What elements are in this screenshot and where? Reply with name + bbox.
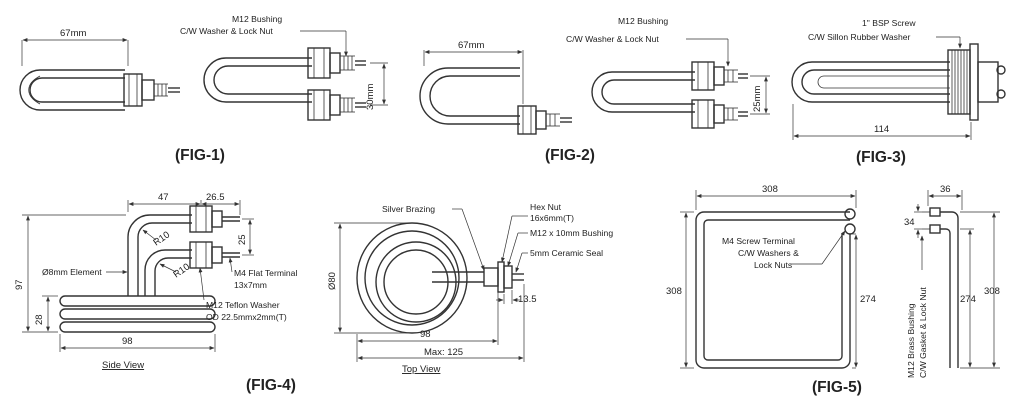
fig-3-drawing	[791, 43, 1006, 121]
fig-5-side-width-dimension: 36	[927, 184, 963, 210]
fig-1-side-drawing	[19, 69, 180, 111]
fig-4-spacing-dimension: 25	[237, 218, 254, 256]
fig-4-caption: (FIG-4)	[246, 377, 296, 394]
fig-4-radius-callouts: R10 R10	[142, 229, 192, 280]
fig-4-radius-1: R10	[151, 229, 172, 248]
fig-5-terminal-callout: M4 Screw Terminal C/W Washers & Lock Nut…	[722, 230, 846, 270]
fig-4-terminal-label-1: M4 Flat Terminal	[234, 268, 297, 278]
fig-4-side-view-drawing	[59, 205, 240, 333]
top-view-inner-length: 98	[420, 329, 431, 340]
fig-5-inner-height-label: 274	[860, 294, 876, 305]
fig-4-height-dimension: 97	[14, 214, 126, 333]
fig-4-terminal-callout: M4 Flat Terminal 13x7mm	[228, 257, 297, 290]
top-view-small-label: 13.5	[518, 294, 537, 305]
fig-5-side-width-label: 36	[940, 184, 951, 195]
fig-5-side-spacing-label: 34	[904, 217, 915, 228]
fig-4-spacing-label: 25	[237, 234, 248, 245]
fig-5-width-dimension: 308	[695, 184, 857, 210]
fig-1-front-drawing	[203, 47, 366, 121]
fig-2-spacing-dimension: 25mm	[750, 75, 770, 115]
fig-4-height-label: 97	[14, 279, 25, 290]
fig-2-front-drawing	[591, 61, 748, 129]
fig-5-bushing-label-1: M12 Brass Bushing	[906, 303, 916, 378]
fig-5-width-label: 308	[762, 184, 778, 195]
fig-5-inner-height-dimension: 274	[852, 233, 876, 369]
fig-1-caption: (FIG-1)	[175, 147, 225, 164]
fig-2-bushing-label-1: M12 Bushing	[618, 16, 668, 26]
fig-5-height-label: 308	[666, 286, 682, 297]
silver-brazing-label: Silver Brazing	[382, 204, 435, 214]
fig-4-radius-2: R10	[171, 261, 192, 280]
hex-nut-label-1: Hex Nut	[530, 202, 562, 212]
top-view-small-dimension: 13.5	[496, 290, 537, 305]
fig-1-bushing-callout: M12 Bushing C/W Washer & Lock Nut	[180, 14, 348, 57]
fig-1-bushing-label-2: C/W Washer & Lock Nut	[180, 26, 273, 36]
fig-4-top-dim-1: 47	[158, 192, 169, 203]
fig-4-bottom-dim-label: 28	[34, 314, 45, 325]
fig-1-length-dimension: 67mm	[21, 28, 129, 66]
top-view-max-length: Max: 125	[424, 347, 463, 358]
fig-4-element-label: Ø8mm Element	[42, 267, 102, 277]
fig-3-length-label: 114	[874, 124, 889, 135]
fig-5-terminal-label-1: M4 Screw Terminal	[722, 236, 795, 246]
fig-4-element-callout: Ø8mm Element	[42, 267, 128, 277]
fig-1-length-label: 67mm	[60, 28, 86, 39]
top-view-label: Top View	[402, 364, 441, 375]
top-view-length-dimensions: 98 Max: 125	[356, 284, 525, 362]
fig-5-terminal-label-3: Lock Nuts	[754, 260, 792, 270]
fig-4-terminal-label-2: 13x7mm	[234, 280, 267, 290]
fig-3-screw-callout: 1" BSP Screw C/W Sillon Rubber Washer	[808, 18, 962, 49]
fig-5-side-drawing	[922, 207, 959, 368]
fig-5-bushing-label-2: C/W Gasket & Lock Nut	[918, 287, 928, 378]
top-view-diameter-label: Ø80	[327, 272, 338, 290]
ceramic-seal-label: 5mm Ceramic Seal	[530, 248, 603, 258]
fig-4-bottom-dimension: 28	[34, 295, 58, 332]
fig-5-bushing-callout: M12 Brass Bushing C/W Gasket & Lock Nut	[906, 235, 928, 378]
fig-5-caption: (FIG-5)	[812, 379, 862, 396]
fig-2-spacing-label: 25mm	[752, 86, 763, 112]
fig-3-caption: (FIG-3)	[856, 149, 906, 166]
fig-1-spacing-dimension: 30mm	[365, 62, 388, 110]
hex-nut-label-2: 16x6mm(T)	[530, 213, 574, 223]
fig-4-top-dim-2: 26.5	[206, 192, 225, 203]
fig-5-terminal-label-2: C/W Washers &	[738, 248, 799, 258]
fig-2-bushing-callout: M12 Bushing C/W Washer & Lock Nut	[566, 16, 730, 67]
fig-5-side-spacing-dimension: 34	[904, 204, 922, 238]
fig-4-width-dimension: 98	[59, 334, 216, 352]
fig-3-screw-label-2: C/W Sillon Rubber Washer	[808, 32, 910, 42]
fig-4-washer-callout: M12 Teflon Washer OD 22.5mmx2mm(T)	[198, 267, 287, 322]
fig-2-bushing-label-2: C/W Washer & Lock Nut	[566, 34, 659, 44]
fig-4-view-label: Side View	[102, 360, 144, 371]
bushing-label: M12 x 10mm Bushing	[530, 228, 613, 238]
fig-2-caption: (FIG-2)	[545, 147, 595, 164]
top-view-drawing	[356, 222, 524, 334]
fig-2-length-label: 67mm	[458, 40, 484, 51]
fig-4-width-label: 98	[122, 336, 133, 347]
fig-4-top-dimensions: 47 26.5	[127, 192, 241, 215]
fig-2-side-drawing	[419, 67, 572, 135]
fig-5-front-drawing	[695, 208, 856, 369]
fig-5-height-dimension: 308	[666, 211, 694, 369]
fig-5-side-outer-label: 308	[984, 286, 1000, 297]
top-view-diameter-dimension: Ø80	[327, 222, 410, 334]
fig-3-screw-label-1: 1" BSP Screw	[862, 18, 916, 28]
fig-3-length-dimension: 114	[792, 104, 972, 140]
top-view-callouts: Silver Brazing Hex Nut 16x6mm(T) M12 x 1…	[382, 202, 613, 273]
fig-5-side-inner-label: 274	[960, 294, 976, 305]
fig-4-washer-label-2: OD 22.5mmx2mm(T)	[206, 312, 287, 322]
fig-1-bushing-label-1: M12 Bushing	[232, 14, 282, 24]
fig-2-length-dimension: 67mm	[423, 40, 524, 104]
fig-4-washer-label-1: M12 Teflon Washer	[206, 300, 280, 310]
fig-5-side-height-dimensions: 274 308	[960, 211, 1000, 369]
fig-1-spacing-label: 30mm	[365, 84, 376, 110]
